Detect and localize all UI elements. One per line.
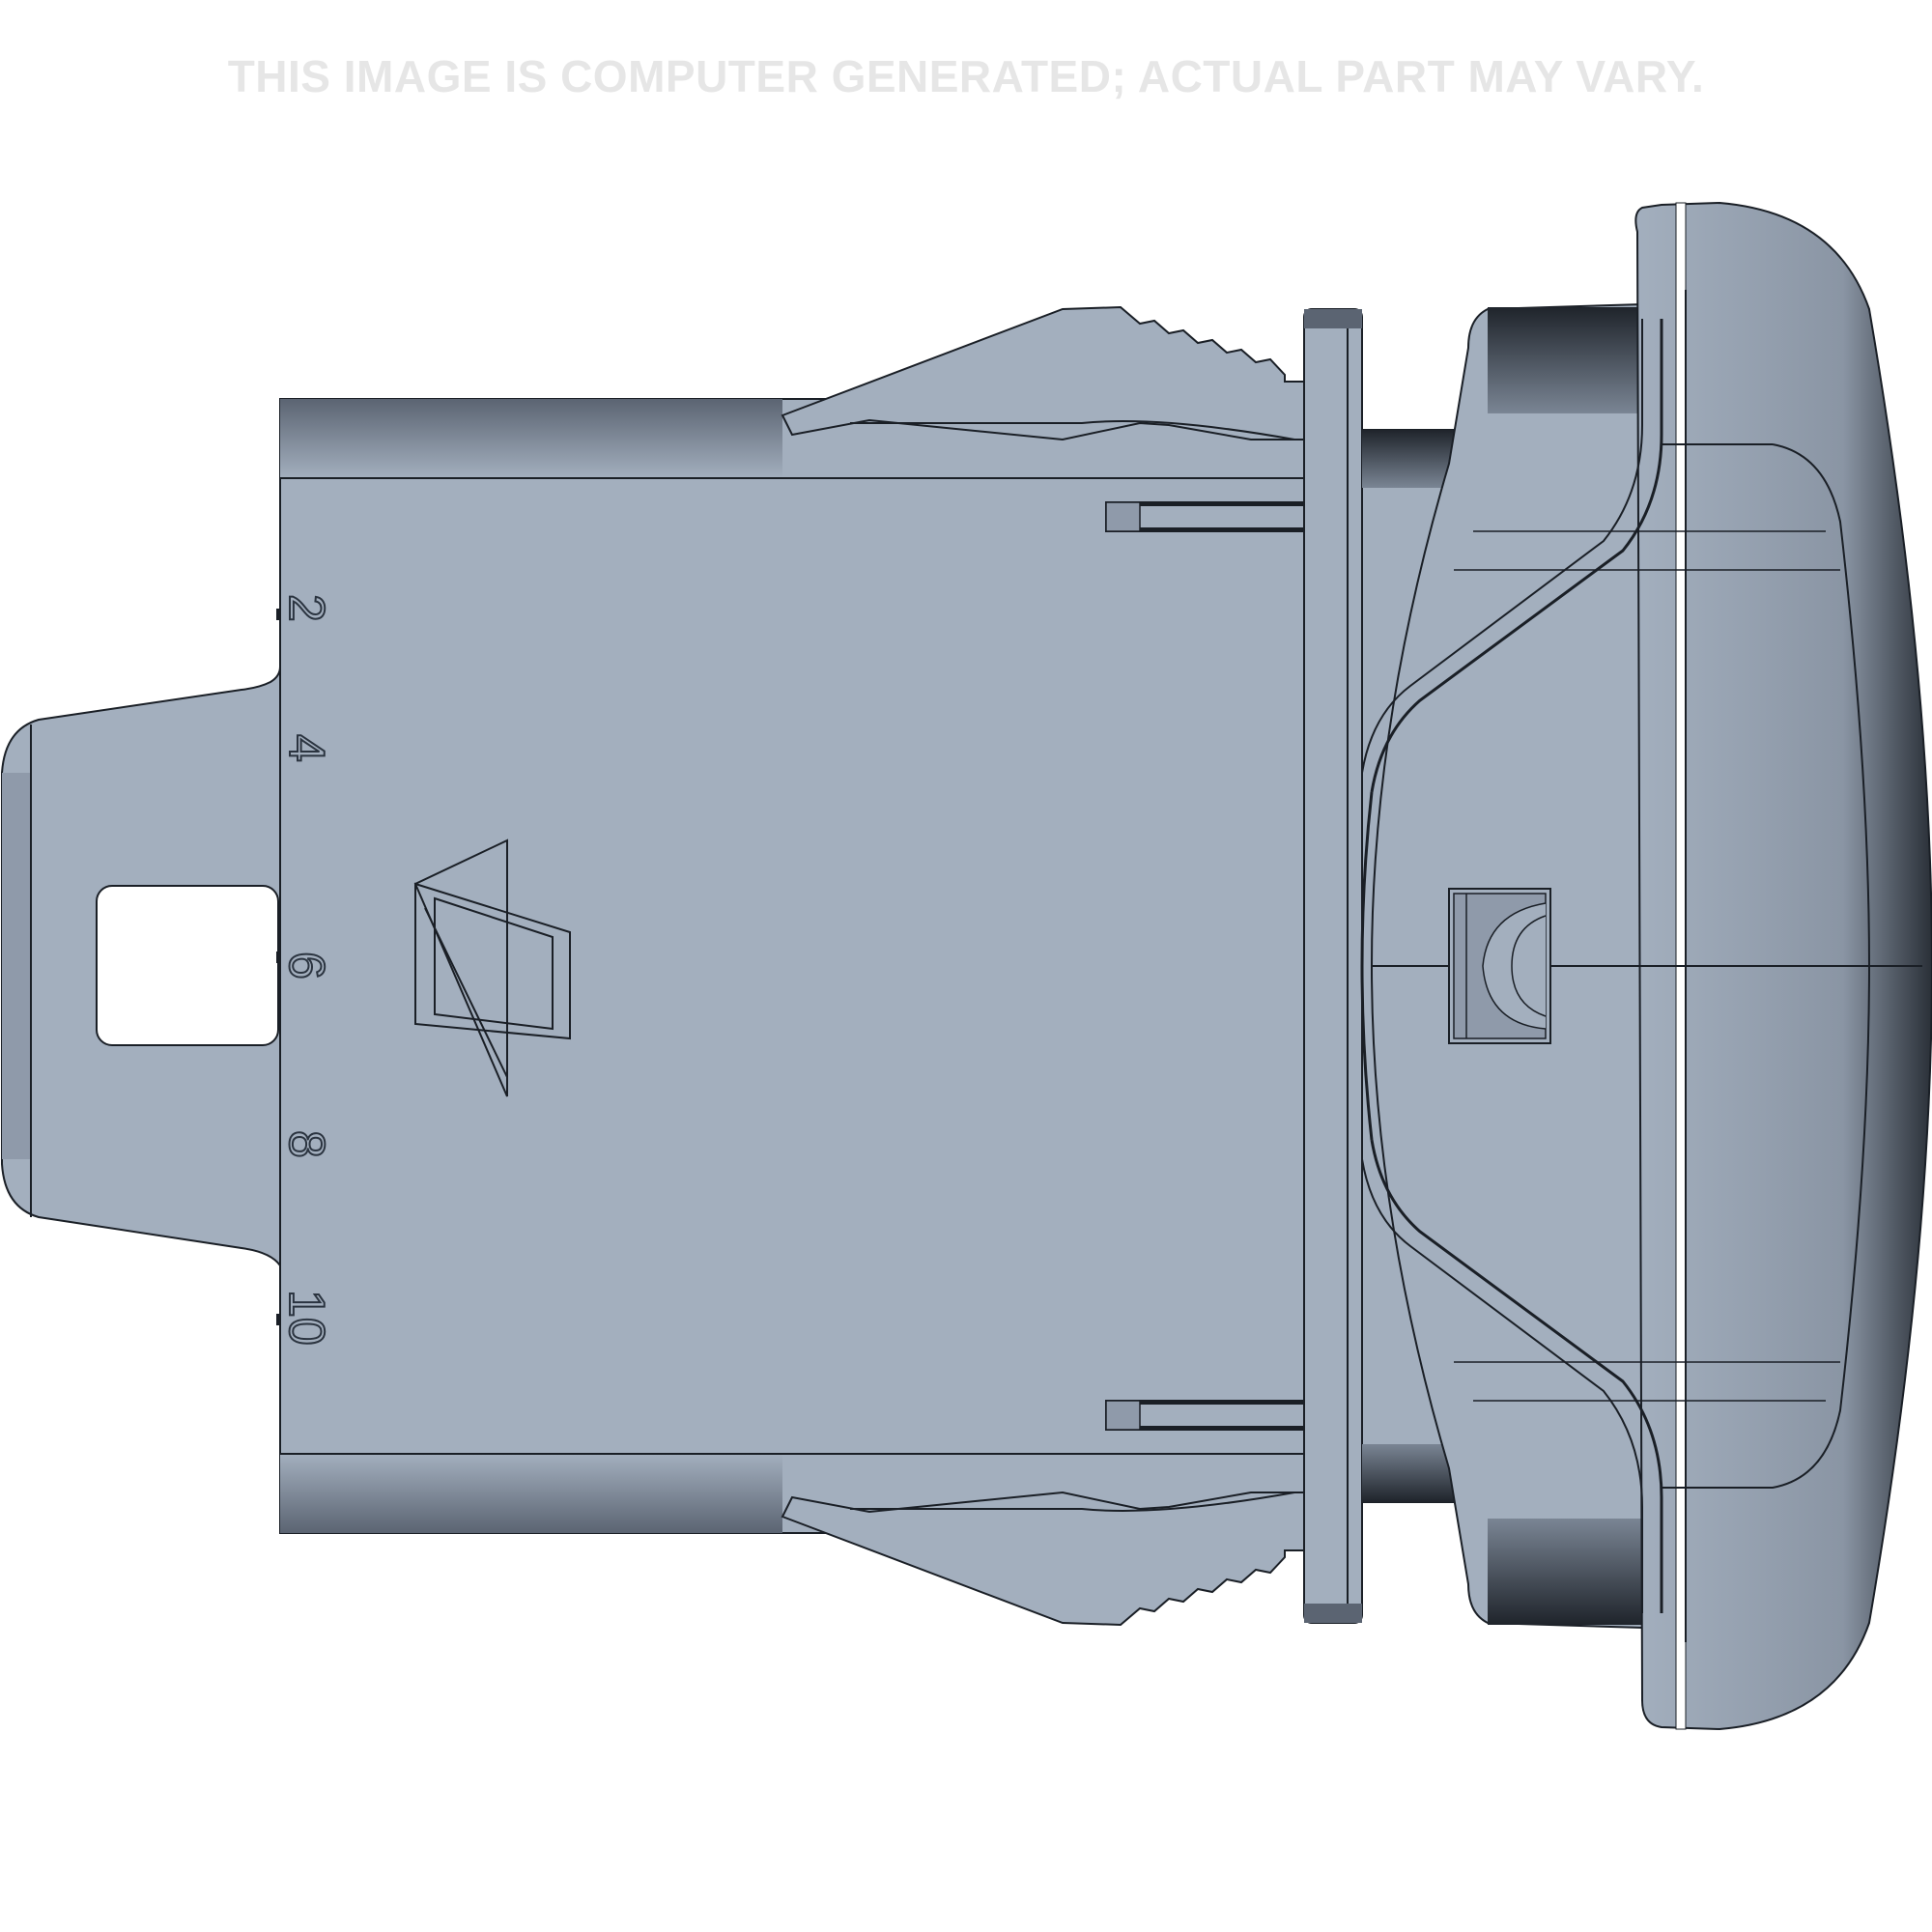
cavity-markings: 2 4 6 8 10 <box>277 593 335 1347</box>
secondary-lock-window <box>1448 888 1551 1044</box>
latch-window <box>96 885 279 1046</box>
manufacturer-logo-icon <box>413 838 571 1097</box>
bottom-locking-arm <box>781 1491 1305 1627</box>
cavity-mark-8: 8 <box>278 1130 334 1158</box>
cavity-mark-4: 4 <box>278 734 334 762</box>
top-locking-arm <box>781 305 1305 441</box>
cavity-mark-6: 6 <box>278 952 334 980</box>
flange <box>1303 308 1363 1624</box>
cavity-mark-10: 10 <box>278 1290 334 1346</box>
rear-tab <box>1 666 281 1275</box>
cavity-mark-2: 2 <box>278 594 334 622</box>
disclaimer-text: THIS IMAGE IS COMPUTER GENERATED; ACTUAL… <box>227 51 1705 101</box>
